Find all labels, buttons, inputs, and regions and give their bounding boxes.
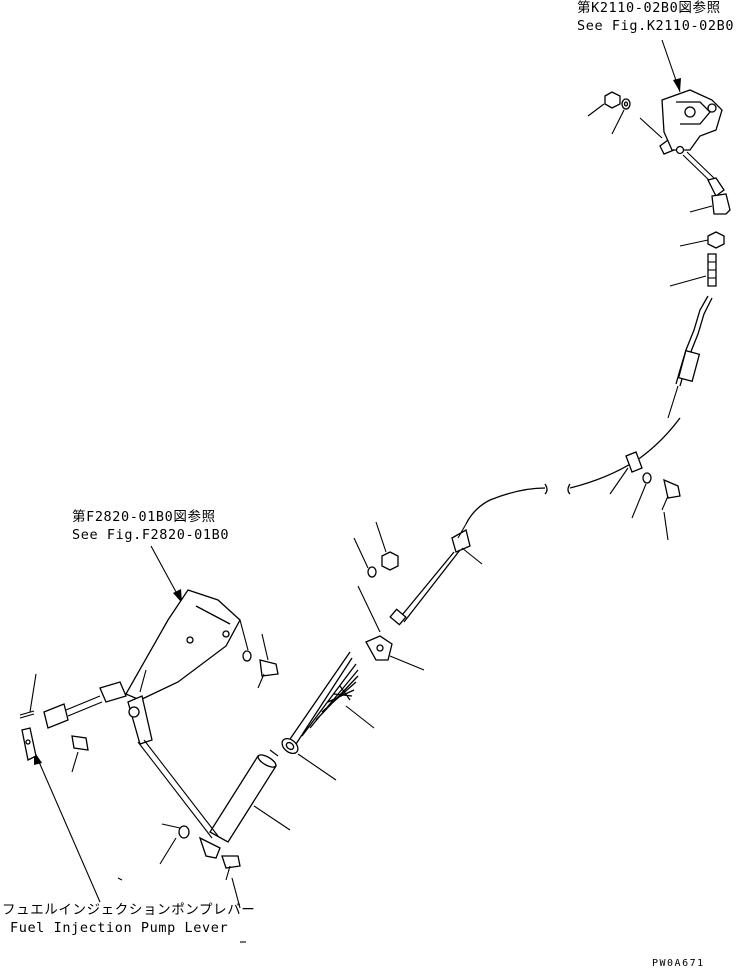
threaded-end — [707, 253, 717, 287]
cable — [465, 417, 681, 525]
upper-washer — [621, 98, 631, 110]
upper-rod-end — [682, 151, 731, 215]
ref-arrow-top — [661, 39, 681, 93]
damper-bolt — [221, 855, 241, 881]
cable-lower-end — [389, 523, 471, 626]
mid-washer — [367, 566, 377, 578]
lower-bracket-bolt — [257, 659, 279, 689]
ref-left-en: See Fig.F2820-01B0 — [72, 527, 229, 543]
lower-bracket-washer — [242, 650, 252, 662]
damper-cylinder — [198, 749, 279, 859]
callout-jp: フュエルインジェクションポンプレバー — [2, 902, 255, 918]
ref-arrow-left — [150, 545, 183, 604]
cable-clamp — [625, 451, 643, 473]
clamp-bolt — [661, 478, 681, 511]
ref-top-right-jp: 第K2110-02B0図参照 — [577, 0, 721, 16]
lower-lever — [99, 681, 219, 839]
lower-bracket — [125, 589, 241, 701]
lower-pin — [71, 735, 89, 751]
lock-nut — [707, 231, 725, 249]
spring-seat — [281, 737, 299, 755]
clamp-washer — [642, 472, 652, 484]
mid-nut — [381, 551, 399, 571]
upper-lever-assembly — [639, 89, 723, 155]
pump-lever — [21, 727, 37, 761]
leader-lines — [29, 103, 713, 943]
cable-bracket — [357, 585, 393, 661]
ref-left-jp: 第F2820-01B0図参照 — [72, 508, 216, 525]
ref-top-right-en: See Fig.K2110-02B0 — [577, 18, 734, 34]
split-pin — [19, 710, 35, 719]
drawing-code: PW0A671 — [652, 958, 705, 969]
damper-washer — [178, 825, 190, 839]
lower-rod-end — [43, 695, 103, 729]
spring — [287, 651, 359, 745]
callout-en: Fuel Injection Pump Lever — [10, 920, 228, 936]
cable-upper-end — [667, 295, 713, 419]
callout-arrow — [34, 751, 101, 903]
upper-nut — [604, 91, 621, 109]
